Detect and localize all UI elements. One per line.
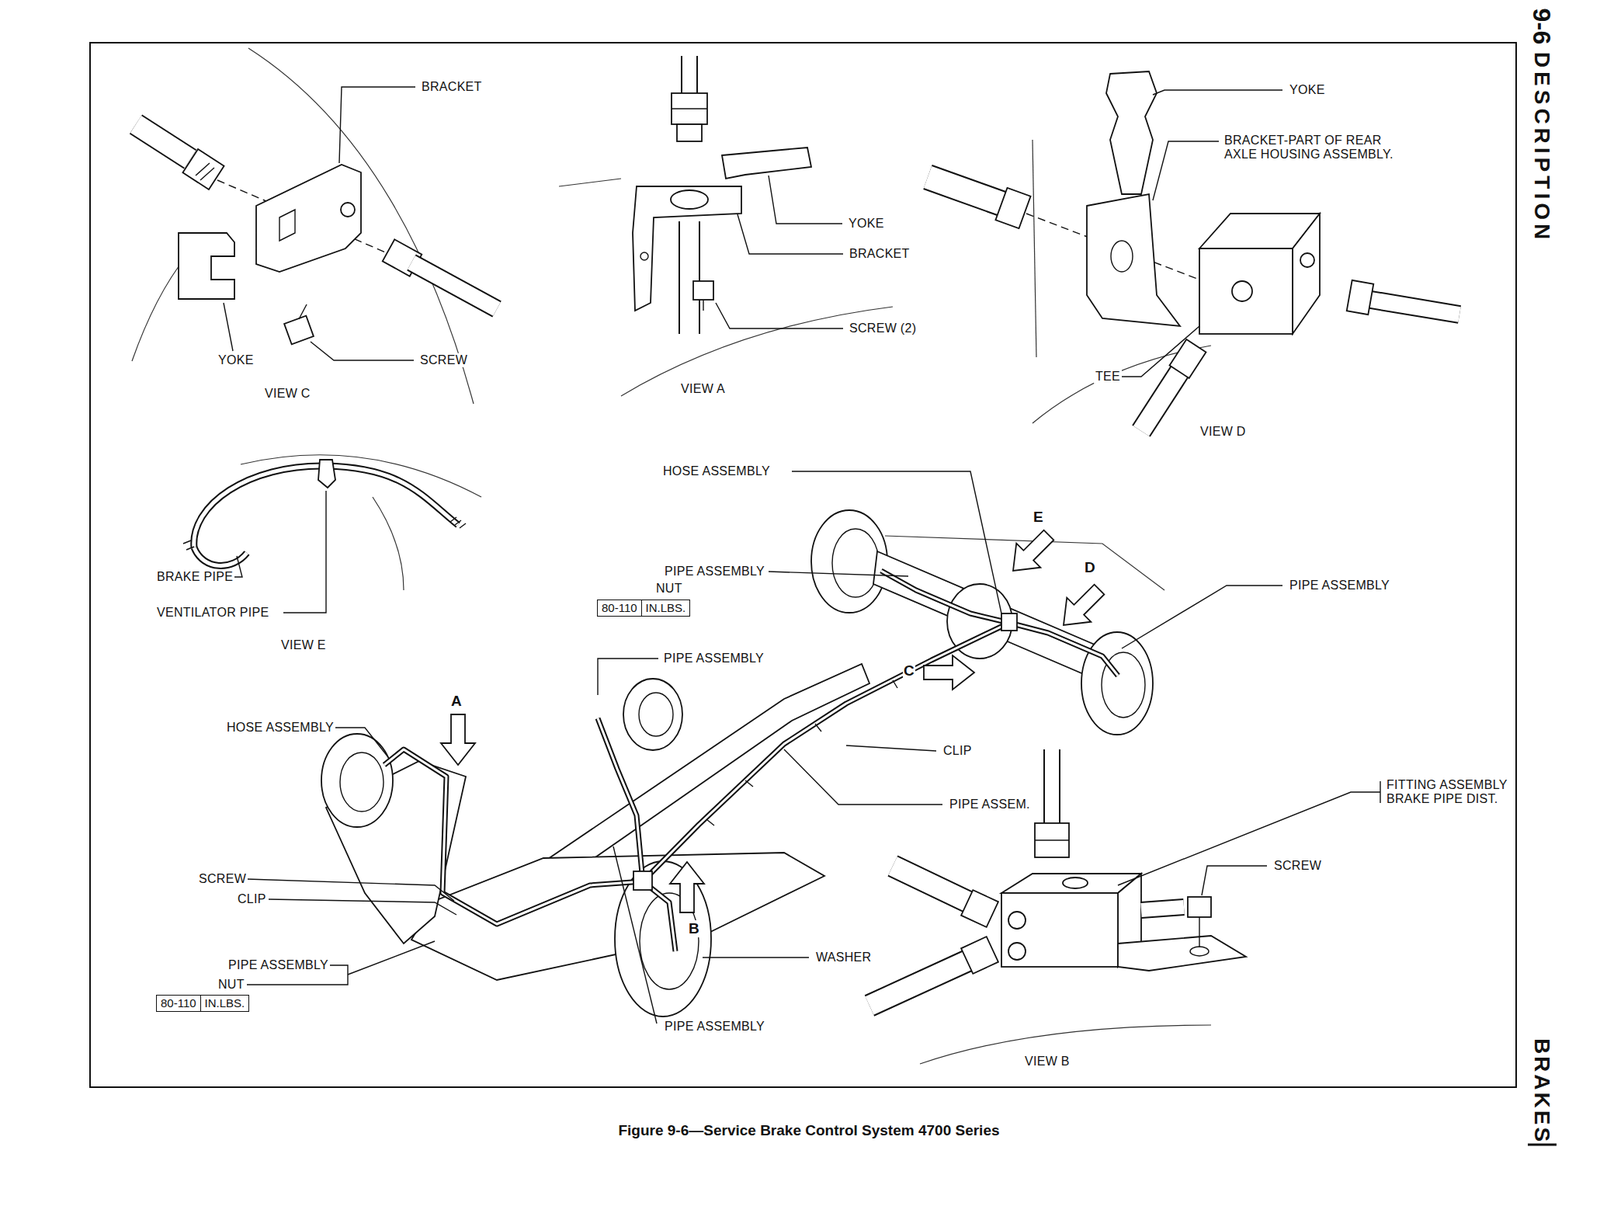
part-label: PIPE ASSEMBLY [226,957,330,972]
part-label: YOKE [216,353,256,368]
part-label: HOSE ASSEMBLY [661,464,772,479]
view-label: VIEW E [279,638,328,653]
part-label: CLIP [941,743,974,758]
part-label: TEE [1093,369,1122,384]
part-label: SCREW [1272,858,1323,873]
part-label: BRACKET-PART OF REAR AXLE HOUSING ASSEMB… [1222,133,1400,163]
part-label: BRAKE PIPE [155,569,235,584]
view-callout-letter: D [1083,558,1097,577]
view-callout-letter: B [687,919,701,938]
view-label: VIEW B [1023,1054,1072,1069]
view-label: VIEW C [263,386,313,401]
part-label: YOKE [846,216,886,231]
part-label: WASHER [814,950,873,965]
part-label: PIPE ASSEMBLY [662,564,767,579]
torque-spec-box: 80-110IN.LBS. [156,994,250,1012]
torque-text: 80-110 [597,600,642,616]
view-callout-letter: C [902,662,916,680]
part-label: BRACKET [419,79,484,94]
part-label: BRACKET [847,246,912,261]
part-label: PIPE ASSEMBLY [1287,578,1392,593]
view-label: VIEW A [679,381,727,396]
section-header: DESCRIPTION [1529,50,1555,245]
section-header: BRAKES [1529,1036,1555,1146]
part-label: YOKE [1287,83,1327,98]
view-callout-letter: A [450,692,463,710]
part-label: SCREW [197,871,248,886]
torque-text: IN.LBS. [200,995,250,1011]
torque-text: IN.LBS. [641,600,691,616]
part-label: NUT [216,977,247,992]
part-label: CLIP [236,891,268,906]
view-label: VIEW D [1198,424,1248,439]
part-label: HOSE ASSEMBLY [225,720,336,735]
torque-text: 80-110 [156,995,201,1011]
part-label: PIPE ASSEMBLY [662,651,766,666]
part-label: PIPE ASSEMBLY [662,1019,767,1034]
figure-caption: Figure 9-6—Service Brake Control System … [617,1121,1000,1139]
page-number: 9-6 [1527,6,1557,46]
part-label: NUT [654,581,684,596]
view-callout-letter: E [1032,508,1045,526]
torque-spec-box: 80-110IN.LBS. [596,599,691,617]
part-label: FITTING ASSEMBLY BRAKE PIPE DIST. [1384,777,1513,807]
part-label: SCREW (2) [847,321,918,336]
part-label: SCREW [418,353,469,368]
part-label: VENTILATOR PIPE [155,605,271,620]
part-label: PIPE ASSEM. [947,797,1032,812]
